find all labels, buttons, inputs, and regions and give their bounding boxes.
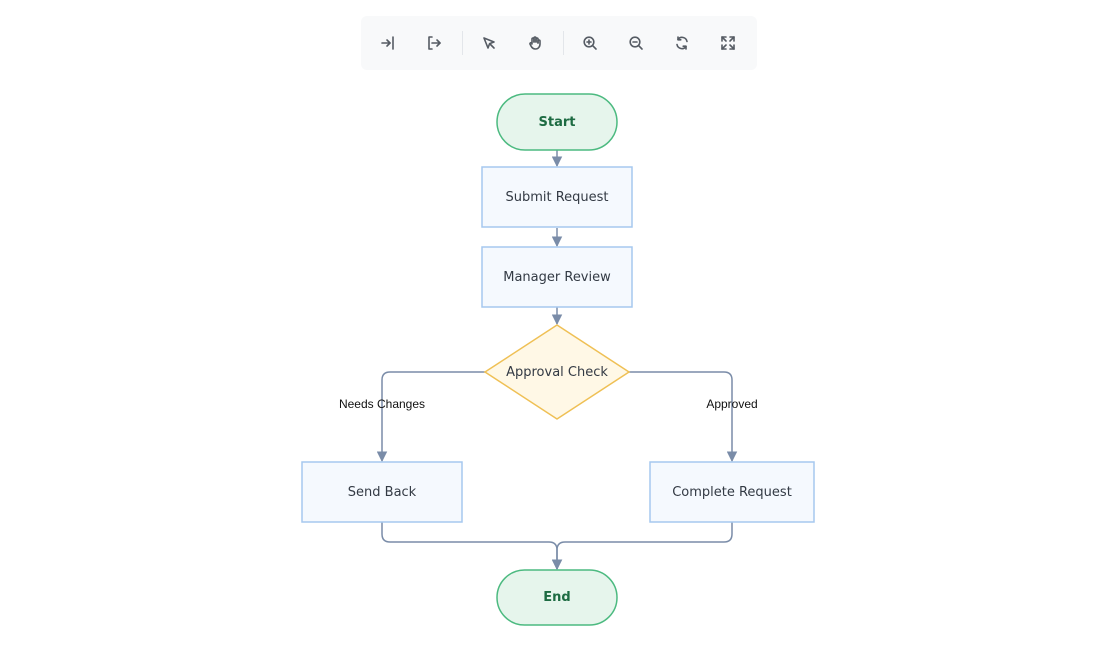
edge-label-approved: Approved [706,397,757,411]
toolbar-divider [563,31,564,55]
node-complete-request[interactable]: Complete Request [649,461,815,523]
node-start-label: Start [539,115,576,130]
edge-approval-to-send-back [376,371,485,463]
export-icon[interactable] [421,30,447,56]
node-manager-review-label: Manager Review [503,270,611,285]
zoom-out-icon[interactable] [623,30,649,56]
zoom-in-icon[interactable] [577,30,603,56]
fit-view-icon[interactable] [715,30,741,56]
edge-label-needs-changes: Needs Changes [339,397,425,411]
node-submit-request-label: Submit Request [505,190,608,205]
import-icon[interactable] [375,30,401,56]
node-manager-review[interactable]: Manager Review [481,246,633,308]
diagram-toolbar [361,16,757,70]
reset-rotate-icon[interactable] [669,30,695,56]
pan-hand-icon[interactable] [522,30,548,56]
node-approval-check-label: Approval Check [506,365,608,380]
node-send-back[interactable]: Send Back [301,461,463,523]
edge-send-back-to-end [381,522,563,571]
node-end-label: End [543,590,570,605]
edge-approval-to-complete [629,371,738,463]
node-submit-request[interactable]: Submit Request [481,166,633,228]
select-pointer-icon[interactable] [476,30,502,56]
node-end[interactable]: End [496,569,618,626]
edge-complete-to-end [551,522,733,571]
toolbar-divider [462,31,463,55]
node-complete-request-label: Complete Request [672,485,792,500]
node-send-back-label: Send Back [348,485,417,500]
node-start[interactable]: Start [496,93,618,151]
node-approval-check[interactable]: Approval Check [483,324,631,420]
